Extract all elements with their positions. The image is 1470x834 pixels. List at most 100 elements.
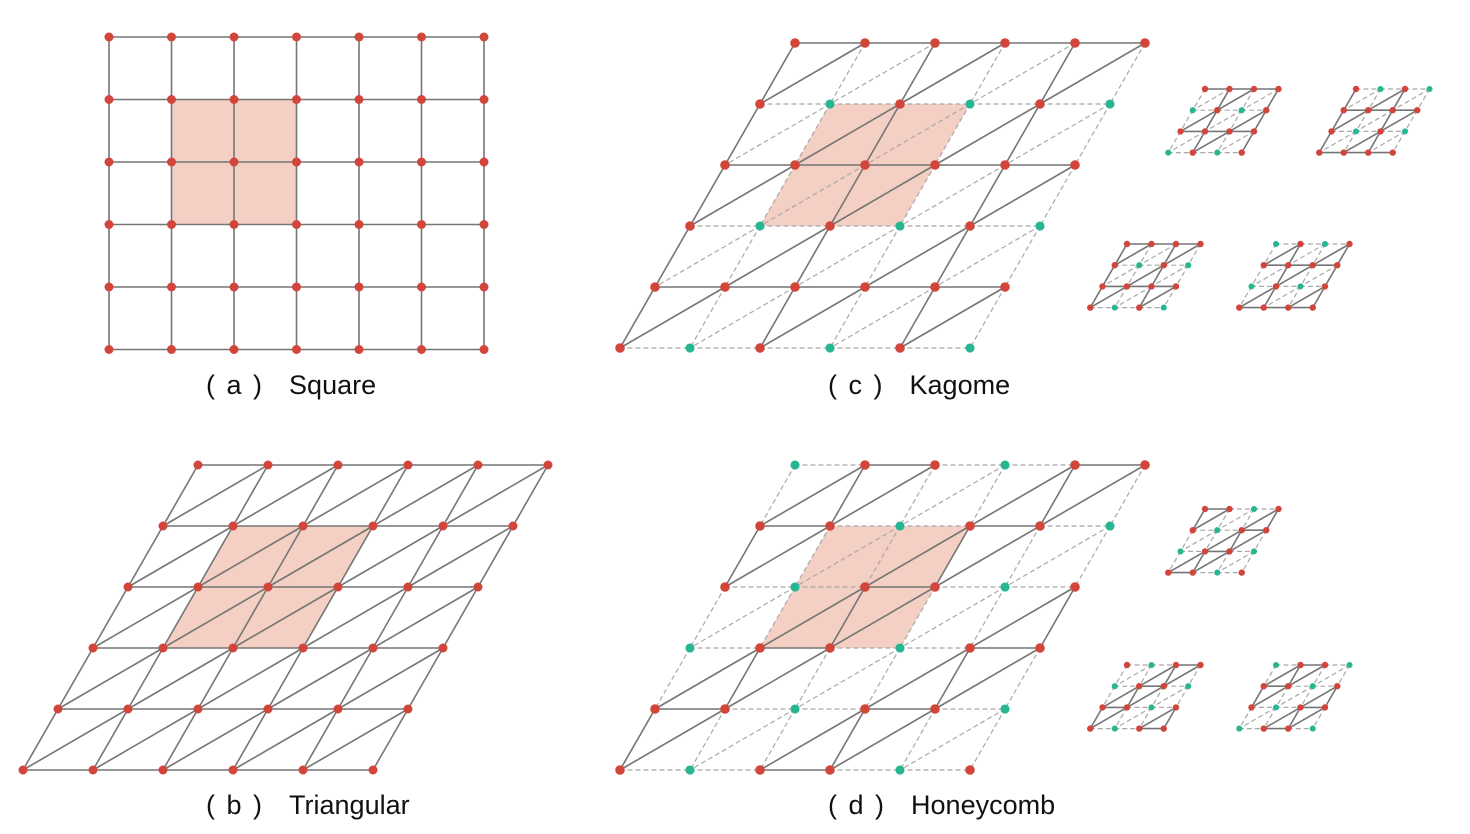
lattice-site [1226, 505, 1233, 513]
lattice-bond [232, 586, 269, 649]
lattice-site [417, 282, 426, 292]
lattice-site [1189, 149, 1196, 156]
dashed-bond [1004, 525, 1041, 588]
lattice-bond [1191, 550, 1231, 574]
lattice-bond [689, 164, 726, 227]
lattice-bond [864, 225, 971, 288]
lattice-site [1297, 661, 1304, 669]
dashed-bond [1238, 706, 1277, 730]
lattice-bond [1089, 706, 1104, 730]
lattice-bond [1162, 664, 1177, 688]
lattice-bond [267, 647, 374, 710]
vacant-site [965, 99, 975, 109]
lattice-bond [1204, 529, 1243, 553]
dashed-bond [969, 286, 1006, 349]
lattice-site [895, 99, 905, 109]
lattice-site [292, 345, 301, 354]
lattice-site [354, 157, 364, 167]
lattice-site [104, 157, 114, 167]
vacant-site [1185, 683, 1192, 690]
lattice-site [895, 343, 905, 353]
dashed-bond [794, 103, 831, 166]
lattice-site [1160, 262, 1167, 269]
lattice-bond [162, 708, 269, 771]
lattice-site [615, 765, 625, 775]
dashed-bond [1343, 130, 1357, 154]
dashed-bond [969, 464, 1006, 527]
lattice-site [292, 220, 301, 229]
panel-square [104, 32, 489, 354]
lattice-bond [724, 647, 761, 710]
dashed-bond [1263, 706, 1277, 730]
lattice-site [1275, 85, 1282, 93]
dashed-bond [1241, 88, 1255, 111]
lattice-bond [724, 525, 831, 588]
lattice-site [1226, 128, 1233, 135]
lattice-site [1160, 725, 1167, 732]
lattice-bond [1287, 706, 1326, 730]
vacant-site [1111, 725, 1118, 732]
lattice-site [479, 157, 489, 167]
dashed-bond [1404, 109, 1418, 132]
lattice-bond [1342, 88, 1357, 111]
vacant-site [1272, 240, 1280, 248]
lattice-site [1160, 683, 1167, 690]
lattice-bond [1330, 109, 1370, 133]
lattice-site [104, 32, 114, 42]
lattice-bond [1240, 508, 1280, 532]
lattice-bond [1204, 109, 1219, 133]
lattice-bond [1191, 508, 1206, 532]
lattice-bond [1191, 508, 1231, 532]
lattice-site [1087, 725, 1094, 732]
dashed-bond [794, 525, 831, 588]
lattice-bond [969, 586, 1076, 649]
dashed-bond [969, 42, 1006, 105]
lattice-bond [407, 525, 514, 588]
lattice-bond [1240, 130, 1255, 154]
lattice-bond [1191, 130, 1231, 154]
lattice-site [228, 643, 238, 653]
dashed-bond [654, 647, 691, 710]
vacant-site [1214, 569, 1221, 576]
lattice-bond [197, 647, 234, 710]
dashed-bond [724, 225, 761, 288]
dashed-bond [1138, 664, 1153, 687]
caption-label: ( a ) [206, 370, 265, 400]
dashed-bond [1039, 164, 1076, 227]
lattice-site [1172, 704, 1180, 711]
vacant-site [1189, 107, 1196, 114]
vacant-site [1185, 262, 1192, 269]
lattice-bond [619, 708, 656, 771]
dashed-bond [1241, 88, 1280, 111]
dashed-bond [1343, 88, 1382, 111]
panel-triangular [18, 460, 553, 775]
vacant-site [1000, 582, 1010, 592]
dashed-bond [1392, 88, 1431, 111]
lattice-bond [442, 586, 479, 649]
dashed-bond [1114, 285, 1153, 309]
lattice-site [930, 582, 940, 592]
lattice-site [479, 282, 489, 292]
lattice-site [1389, 149, 1396, 156]
lattice-bond [794, 225, 831, 288]
lattice-site [228, 521, 238, 531]
dashed-bond [1287, 243, 1326, 266]
lattice-bond [197, 525, 304, 588]
lattice-bond [1250, 685, 1290, 709]
lattice-bond [372, 586, 409, 649]
lattice-site [1201, 505, 1209, 513]
dashed-bond [1312, 243, 1326, 266]
dashed-bond [1318, 130, 1357, 154]
lattice-site [1070, 582, 1080, 592]
dashed-bond [829, 42, 866, 105]
dashed-bond [759, 164, 866, 227]
dashed-bond [969, 586, 1006, 649]
lattice-bond [864, 647, 971, 710]
lattice-site [930, 704, 940, 714]
lattice-site [104, 95, 114, 104]
dashed-bond [1138, 243, 1177, 266]
lattice-bond [22, 708, 129, 771]
lattice-site [930, 460, 940, 470]
lattice-site [1236, 304, 1243, 311]
lattice-bond [92, 708, 129, 771]
